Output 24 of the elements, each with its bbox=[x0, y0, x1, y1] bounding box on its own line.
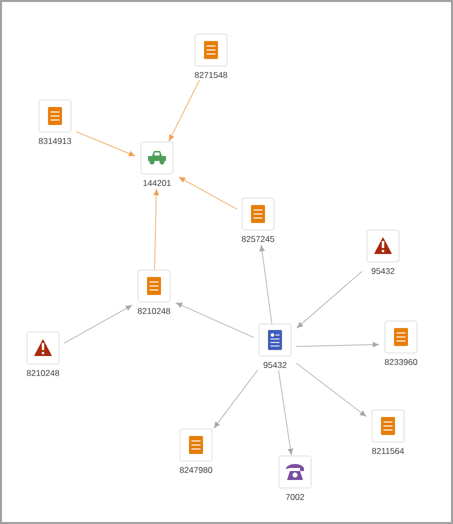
arrow bbox=[296, 362, 366, 416]
arrow bbox=[154, 189, 159, 270]
arrow bbox=[176, 302, 254, 338]
node-label: 8247980 bbox=[180, 467, 212, 473]
arrow bbox=[178, 177, 238, 210]
arrow bbox=[259, 245, 272, 324]
arrow bbox=[296, 271, 362, 328]
node-label: 95432 bbox=[372, 268, 394, 274]
node-label: 8257245 bbox=[242, 236, 274, 242]
arrow bbox=[296, 342, 379, 348]
arrow bbox=[76, 131, 135, 156]
node-label: 8211564 bbox=[372, 448, 404, 454]
arrow bbox=[278, 370, 294, 455]
arrow bbox=[64, 305, 132, 344]
node-label: 7002 bbox=[286, 494, 304, 500]
node-label: 8314913 bbox=[38, 138, 72, 144]
node-label: 144201 bbox=[143, 180, 171, 186]
node-label: 95432 bbox=[264, 362, 286, 368]
node-label: 8210248 bbox=[138, 308, 170, 314]
node-label: 8210248 bbox=[26, 370, 60, 376]
node-label: 8233960 bbox=[384, 359, 418, 365]
arrow bbox=[214, 370, 258, 428]
node-label: 8271548 bbox=[194, 72, 228, 78]
arrow bbox=[168, 80, 200, 141]
